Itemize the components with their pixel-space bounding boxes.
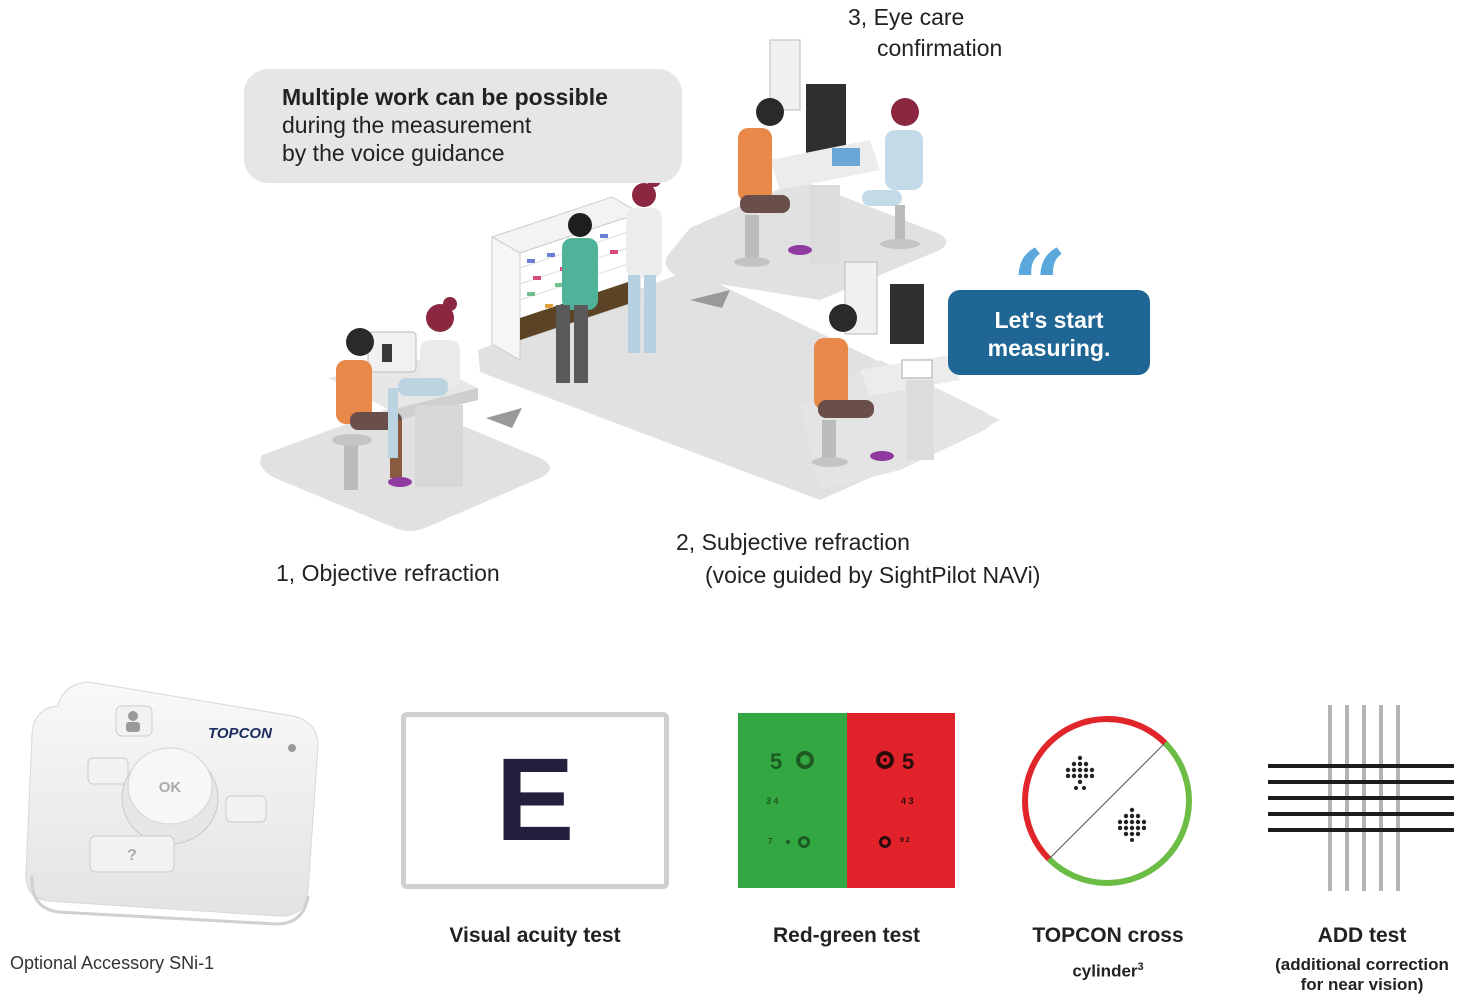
red-small-ring-icon: [879, 836, 891, 848]
cross-cylinder-caption: TOPCON cross: [1032, 924, 1184, 947]
red-ring-icon: [876, 751, 894, 769]
voice-guidance-bubble: Multiple work can be possible during the…: [244, 69, 682, 183]
visual-acuity-caption: Visual acuity test: [449, 924, 621, 947]
red-row1-number: 5: [902, 749, 915, 774]
green-row2: 3 4: [766, 796, 779, 806]
green-small-ring-icon: [798, 836, 810, 848]
cross-cylinder-target: [1021, 715, 1193, 887]
station1-operator: [388, 297, 460, 458]
bubble-line2: during the measurement: [282, 112, 532, 138]
accessory-caption: Optional Accessory SNi-1: [10, 953, 215, 973]
add-test-grid: [1268, 705, 1454, 891]
add-test-sub2: for near vision): [1300, 975, 1424, 994]
bubble-line3: by the voice guidance: [282, 140, 505, 166]
upper-dot-cluster: [1065, 755, 1095, 790]
step3-label-line1: 3, Eye care: [848, 4, 965, 30]
add-test-caption: ADD test: [1317, 924, 1407, 947]
green-row1-number: 5: [770, 749, 783, 774]
speech-line2: measuring.: [987, 335, 1111, 361]
right-button: [225, 795, 267, 823]
topcon-logo: TOPCON: [208, 725, 273, 742]
red-green-chart: 5 3 4 7 5 4 3 9 2: [738, 713, 955, 888]
station2-patient: [812, 304, 894, 467]
left-button: [87, 757, 129, 785]
cross-cylinder-sub: cylinder: [1072, 961, 1138, 981]
lower-dot-cluster: [1117, 807, 1147, 842]
patient-button: [115, 705, 153, 737]
station3-operator: [862, 98, 923, 249]
station3-instrument: [769, 39, 880, 265]
arrow-to-step3: [690, 290, 730, 308]
station3-patient: [734, 98, 812, 267]
station2-instrument: [844, 261, 960, 460]
step3-label-line2: confirmation: [877, 35, 1003, 61]
green-dot-icon: [786, 840, 790, 844]
customer-man: [556, 213, 598, 383]
bubble-bold-text: Multiple work can be possible: [282, 84, 608, 110]
ok-label: OK: [159, 779, 182, 796]
red-green-caption: Red-green test: [772, 924, 921, 947]
visual-acuity-chart: E: [401, 712, 669, 889]
green-ring-icon: [796, 751, 814, 769]
cross-cylinder-subcaption: cylinder3: [1000, 957, 1216, 982]
speech-line1: Let's start: [994, 307, 1104, 333]
arrow-to-step1: [486, 408, 522, 428]
floor-station1: [260, 405, 550, 531]
staff-woman-shelf: [626, 173, 662, 353]
workflow-illustration: [260, 39, 1000, 531]
add-test-sub1: (additional correction: [1275, 955, 1449, 974]
horizontal-lines: [1268, 764, 1454, 832]
red-half: [847, 713, 955, 888]
step1-label: 1, Objective refraction: [276, 560, 500, 586]
step2-label-line2: (voice guided by SightPilot NAVi): [705, 562, 1041, 588]
red-row3: 9 2: [900, 837, 910, 844]
status-led: [288, 744, 296, 752]
floor-station2: [800, 360, 993, 490]
optotype-e: E: [495, 734, 575, 866]
voice-speech-bubble: Let's start measuring.: [948, 290, 1150, 375]
green-half: [738, 713, 847, 888]
cross-cylinder-footnote: 3: [1137, 961, 1144, 973]
help-button: [89, 835, 175, 873]
red-row2: 4 3: [901, 796, 914, 806]
person-icon: [128, 711, 138, 721]
green-row3-number: 7: [768, 837, 773, 846]
step2-label-line1: 2, Subjective refraction: [676, 529, 910, 555]
accessory-device: TOPCON OK ?: [25, 681, 319, 926]
help-label: ?: [127, 847, 137, 864]
